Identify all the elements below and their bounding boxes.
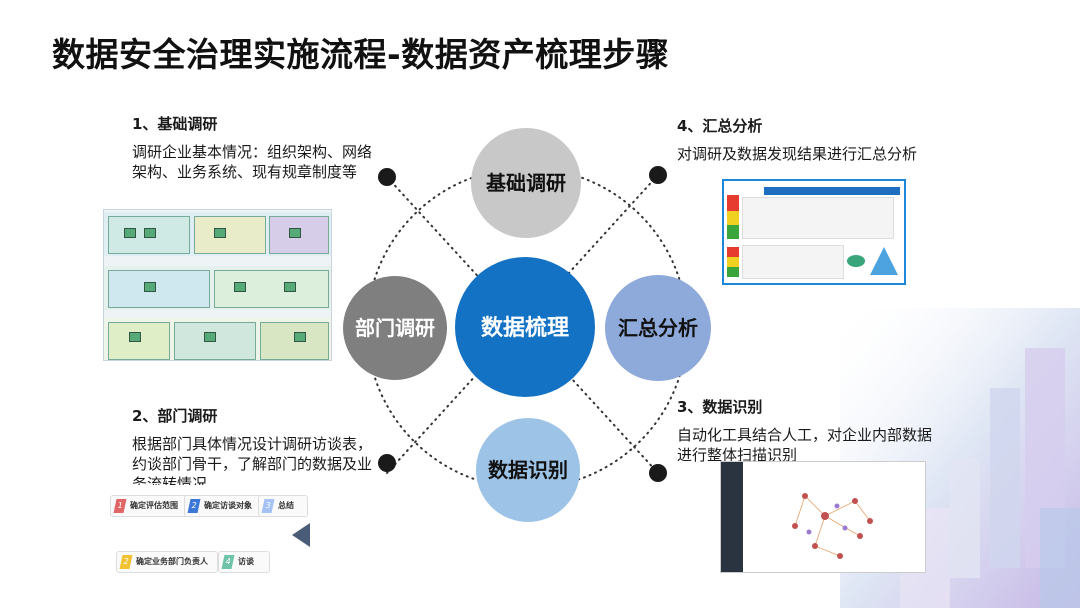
endpoint-dot-bottom-left <box>378 454 396 472</box>
center-label: 数据梳理 <box>481 315 569 341</box>
node-top: 基础调研 <box>471 128 581 238</box>
node-left-label: 部门调研 <box>355 316 435 340</box>
page-title: 数据安全治理实施流程-数据资产梳理步骤 <box>52 35 670 74</box>
node-right: 汇总分析 <box>605 275 711 381</box>
node-center: 数据梳理 <box>455 257 595 397</box>
data-scan-graph-image <box>720 461 926 573</box>
risk-summary-table-image <box>722 179 906 285</box>
endpoint-dot-bottom-right <box>649 464 667 482</box>
section-2-heading: 2、部门调研 <box>132 407 218 425</box>
endpoint-dot-top-left <box>378 168 396 186</box>
node-top-label: 基础调研 <box>486 171 566 195</box>
endpoint-dot-top-right <box>649 166 667 184</box>
network-architecture-image <box>103 209 332 361</box>
section-4-body: 对调研及数据发现结果进行汇总分析 <box>677 145 918 163</box>
flow-turn-arrow-icon <box>292 523 310 547</box>
section-3-body: 自动化工具结合人工，对企业内部数据进行整体扫描识别 <box>677 426 933 464</box>
node-bottom-label: 数据识别 <box>488 458 568 482</box>
section-3-heading: 3、数据识别 <box>677 398 763 416</box>
section-1-heading: 1、基础调研 <box>132 115 218 133</box>
section-basic-research: 1、基础调研 调研企业基本情况：组织架构、网络架构、业务系统、现有规章制度等 <box>132 114 382 182</box>
section-data-identification: 3、数据识别 自动化工具结合人工，对企业内部数据进行整体扫描识别 <box>677 397 937 465</box>
node-bottom: 数据识别 <box>476 418 580 522</box>
node-left: 部门调研 <box>343 276 447 380</box>
section-4-heading: 4、汇总分析 <box>677 117 763 135</box>
section-1-body: 调研企业基本情况：组织架构、网络架构、业务系统、现有规章制度等 <box>132 143 373 181</box>
connector-lines <box>386 174 659 474</box>
section-summary-analysis: 4、汇总分析 对调研及数据发现结果进行汇总分析 <box>677 116 947 164</box>
node-right-label: 汇总分析 <box>618 316 698 340</box>
section-dept-research: 2、部门调研 根据部门具体情况设计调研访谈表，约谈部门骨干，了解部门的数据及业务… <box>132 406 382 494</box>
